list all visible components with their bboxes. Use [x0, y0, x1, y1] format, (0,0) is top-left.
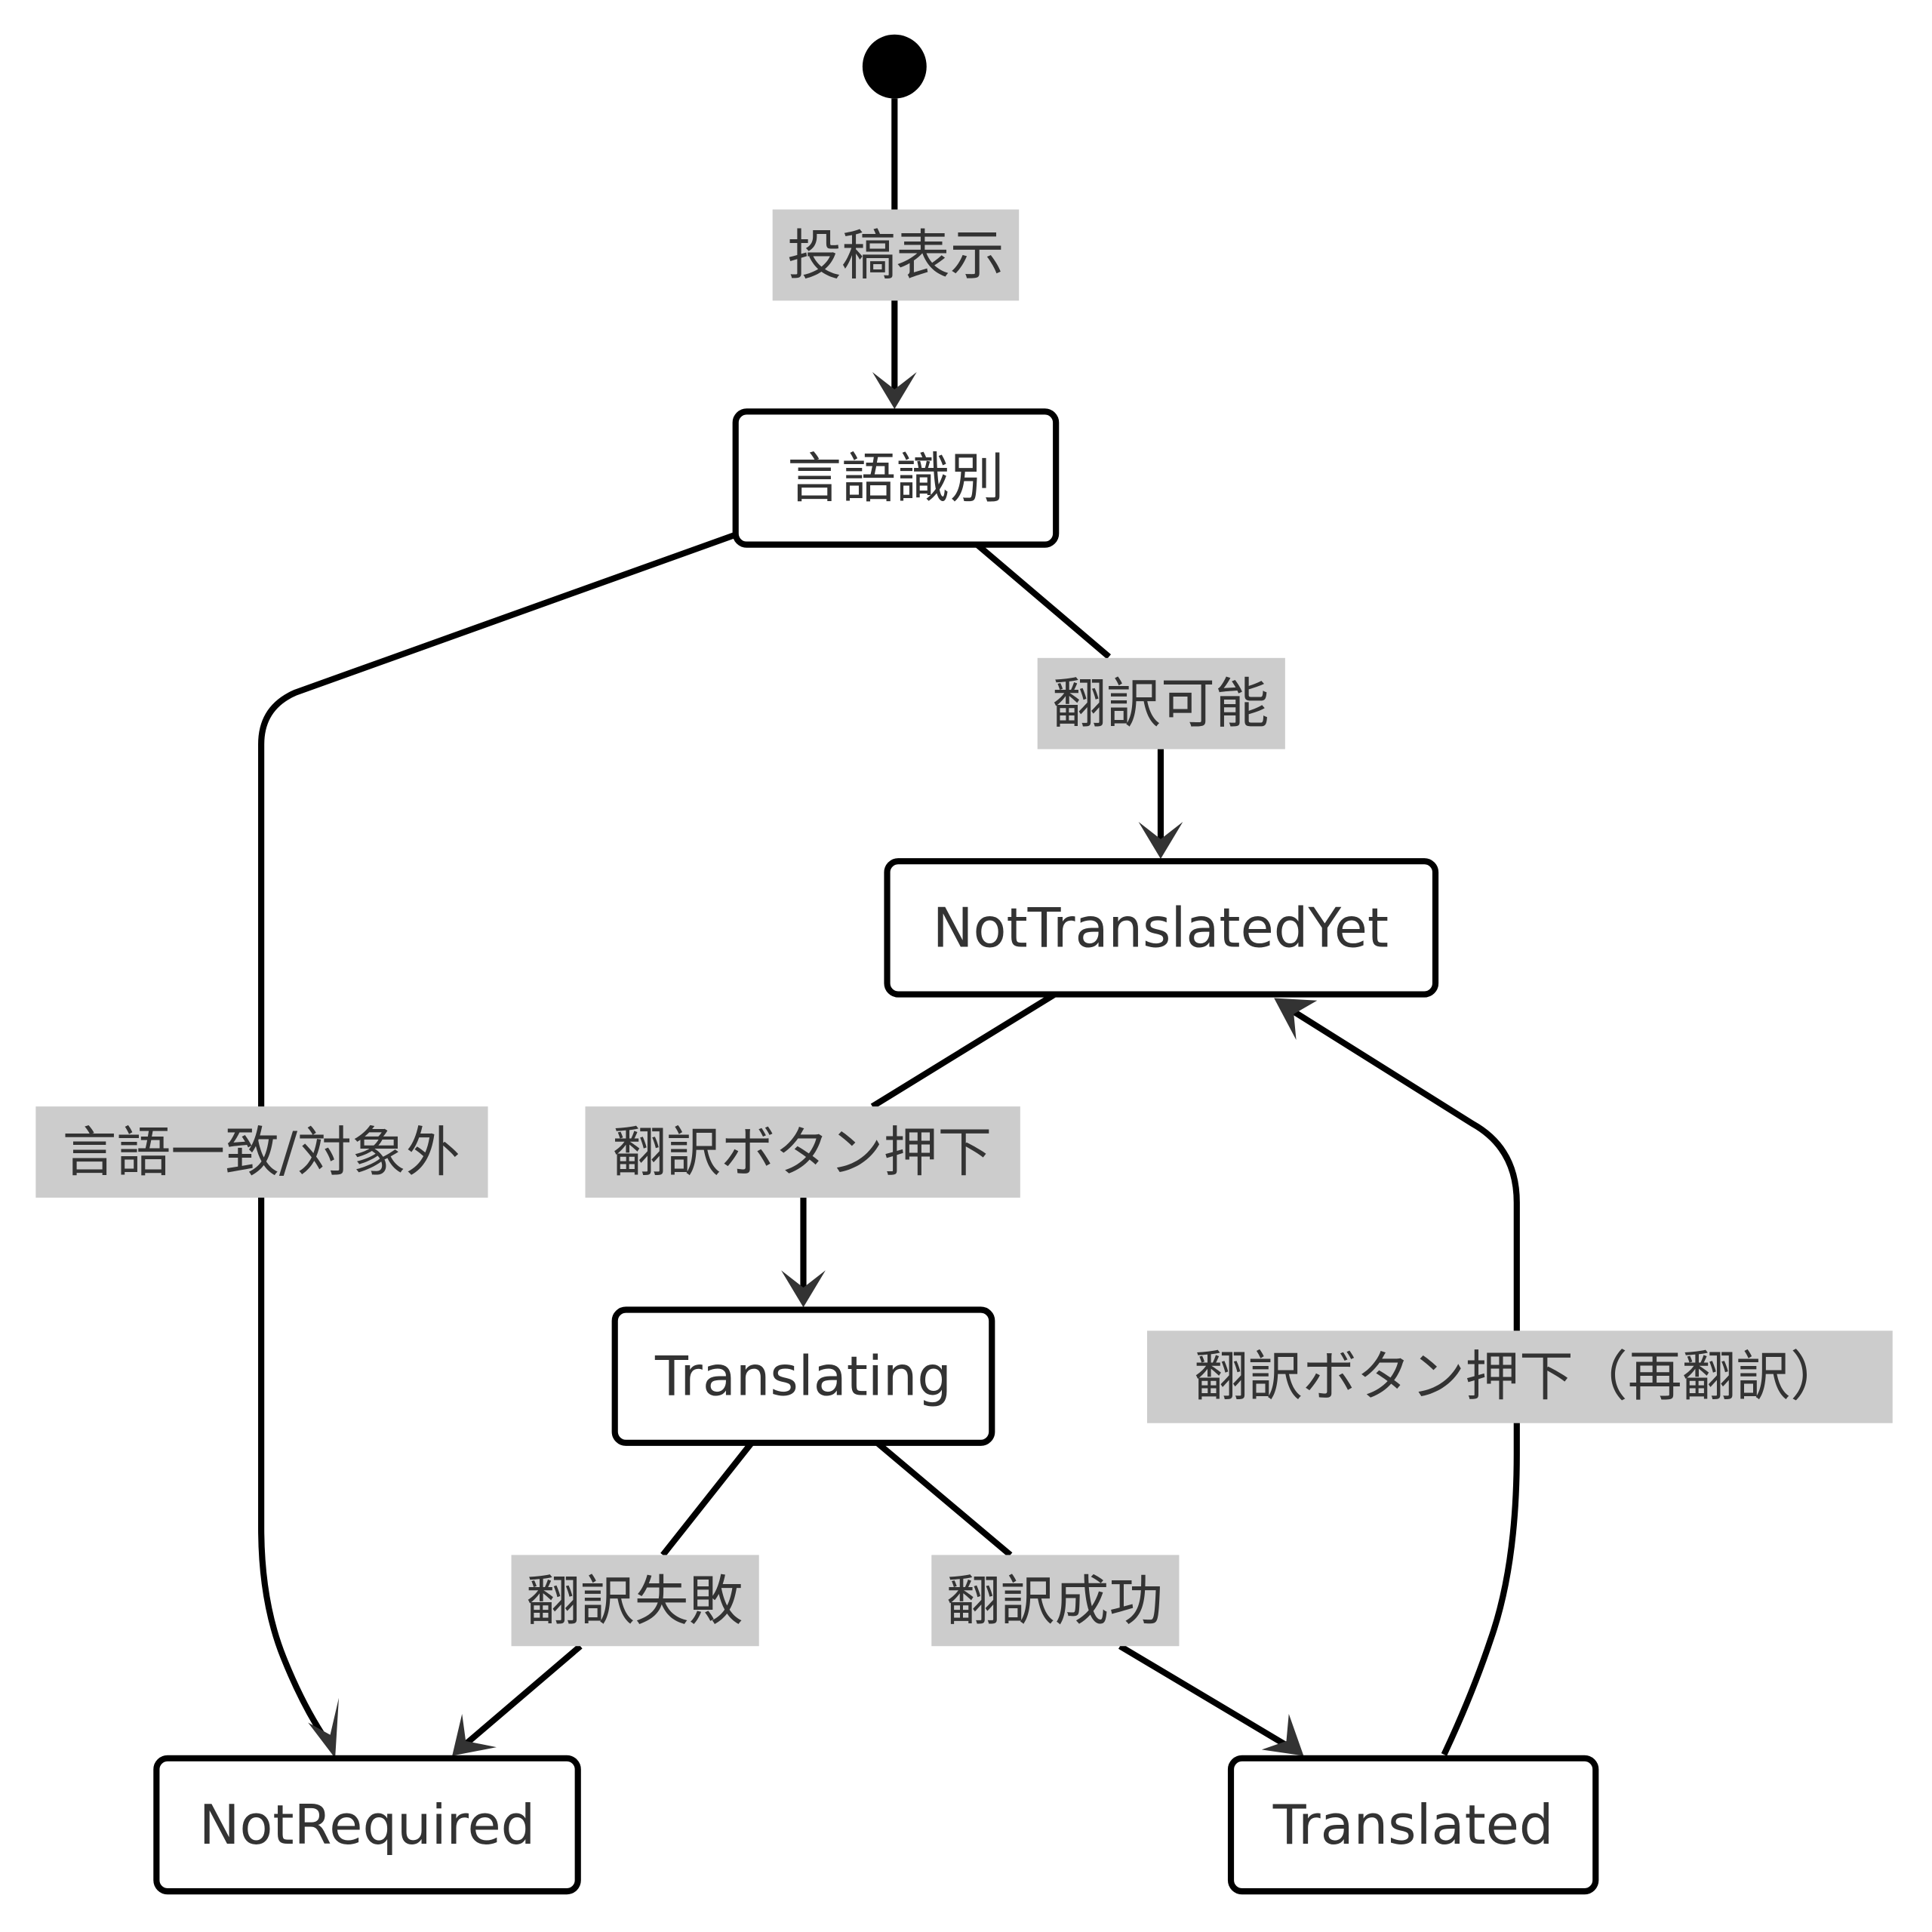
edge-label-language-match: 言語一致/対象外 [35, 1106, 488, 1198]
state-not-translated-yet: NotTranslatedYet [884, 858, 1439, 998]
edge-label-translate-failed: 翻訳失敗 [511, 1555, 759, 1647]
arrowhead-identify [872, 372, 917, 410]
edge-label-bg [1037, 657, 1285, 749]
edge-label-bg [35, 1106, 488, 1198]
state-box [1227, 1755, 1599, 1895]
arrowhead-translating [781, 1270, 826, 1308]
arrowhead-notrequired-right [452, 1714, 497, 1756]
arrowhead-notrequired-left [308, 1697, 339, 1758]
edge-label-bg [1147, 1331, 1893, 1423]
edge-label-bg [511, 1555, 759, 1647]
edge-label-translatable: 翻訳可能 [1037, 657, 1285, 749]
state-box [611, 1306, 995, 1446]
state-box [153, 1755, 581, 1895]
edge-label-text: 翻訳可能 [1052, 672, 1269, 735]
edge-label-retranslate-button: 翻訳ボタン押下（再翻訳） [1147, 1331, 1893, 1423]
edge-label-text: 翻訳成功 [946, 1569, 1163, 1632]
arrowhead-nottranslatedyet [1138, 821, 1183, 859]
edge-label-bg [931, 1555, 1180, 1647]
edge-label-post-display: 投稿表示 [772, 209, 1020, 301]
state-translated: Translated [1227, 1755, 1599, 1895]
edge-label-text: 言語一致/対象外 [63, 1121, 460, 1184]
edge-label-text: 翻訳ボタン押下 [612, 1121, 992, 1184]
state-translating: Translating [611, 1306, 995, 1446]
edge-label-text: 投稿表示 [787, 223, 1004, 287]
state-label: 言語識別 [787, 446, 1004, 509]
arrowhead-translated [1261, 1714, 1304, 1756]
state-box [732, 408, 1060, 548]
edge-identify-to-notrequired [258, 531, 737, 1752]
edge-translating-to-translated [875, 1440, 1296, 1752]
edge-translating-to-notrequired [460, 1441, 755, 1750]
edge-translated-to-nottranslatedyet [1282, 1002, 1520, 1756]
edge-label-bg [585, 1106, 1020, 1198]
state-label: NotRequired [199, 1793, 536, 1857]
state-identify: 言語識別 [732, 408, 1060, 548]
state-label: Translating [654, 1345, 952, 1408]
edge-label-text: 翻訳ボタン押下（再翻訳） [1194, 1345, 1844, 1408]
state-label: NotTranslatedYet [933, 896, 1389, 959]
initial-state-node [862, 34, 927, 99]
state-box [884, 858, 1439, 998]
edge-label-translate-button: 翻訳ボタン押下 [585, 1106, 1020, 1198]
edge-label-translate-success: 翻訳成功 [931, 1555, 1180, 1647]
state-label: Translated [1272, 1793, 1554, 1857]
edges [258, 98, 1520, 1758]
edge-nottranslatedyet-to-translating [800, 992, 1057, 1299]
edge-label-text: 翻訳失敗 [526, 1569, 743, 1632]
edge-labels: 投稿表示 翻訳可能 言語一致/対象外 翻訳ボタン押下 翻訳ボタン押下（再翻訳） … [35, 209, 1893, 1647]
edge-label-bg [772, 209, 1020, 301]
state-not-required: NotRequired [153, 1755, 581, 1895]
arrowhead-nottranslatedyet-loop [1274, 998, 1318, 1040]
edge-identify-to-nottranslatedyet [975, 542, 1164, 851]
